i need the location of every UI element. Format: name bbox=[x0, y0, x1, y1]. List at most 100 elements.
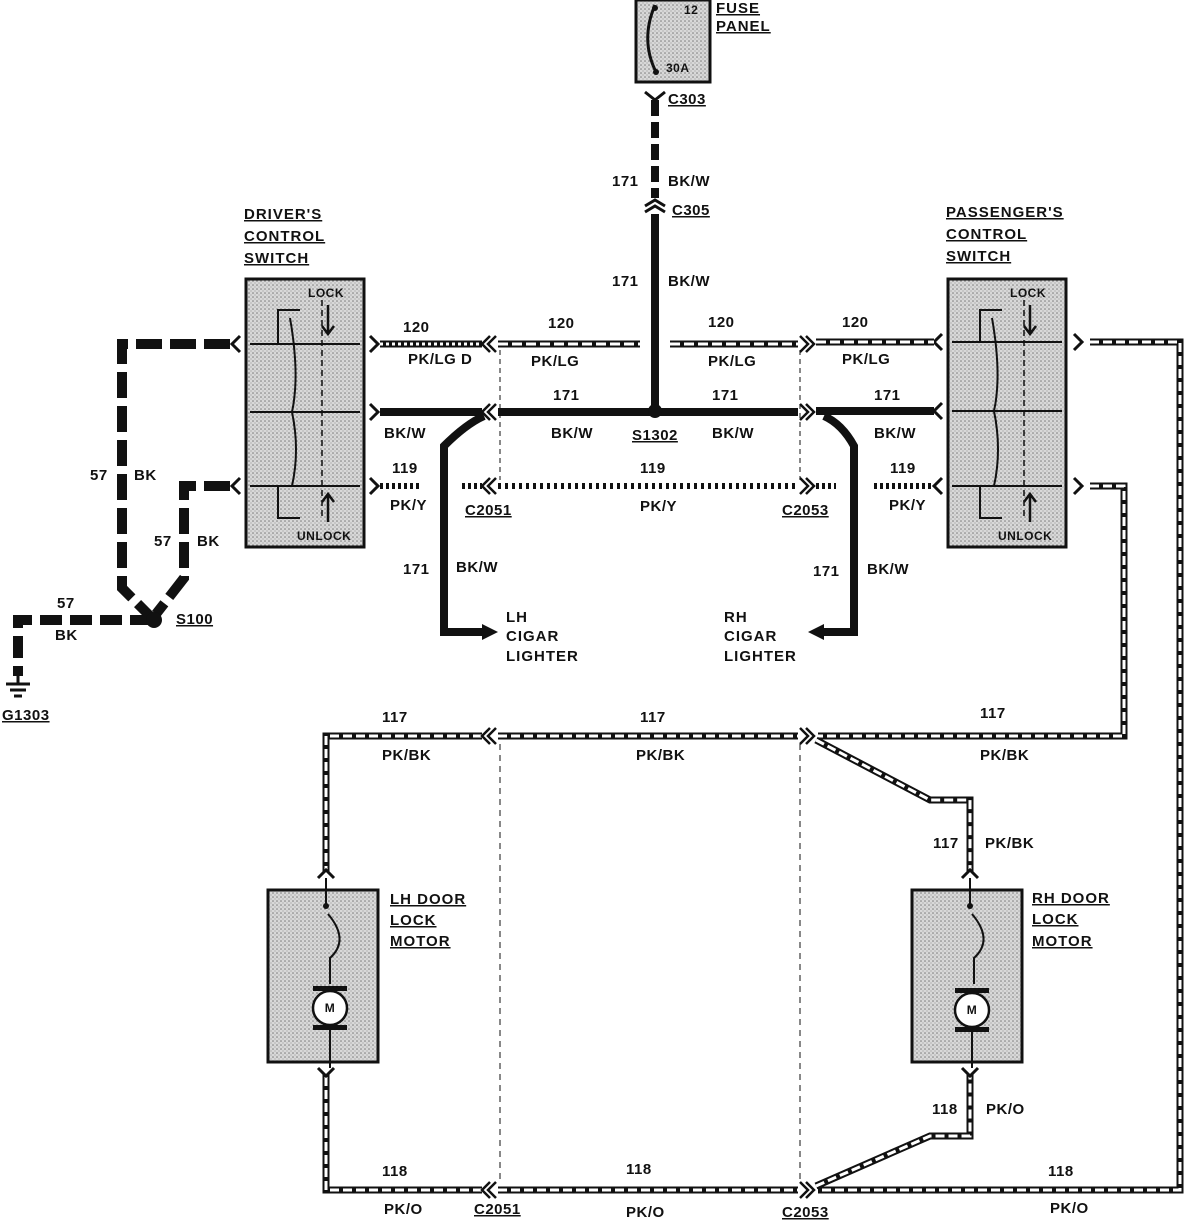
wire-171-feed-1-circuit: 171 bbox=[612, 173, 639, 190]
passengers-control-switch: PASSENGER'S CONTROL SWITCH LOCK UNLOCK bbox=[931, 204, 1085, 549]
drivers-control-switch: DRIVER'S CONTROL SWITCH LOCK UNLOCK bbox=[229, 206, 381, 549]
wire-117-c-color: PK/BK bbox=[980, 747, 1029, 764]
fuse-panel: 12 30A FUSE PANEL bbox=[634, 0, 771, 84]
drivers-unlock-arrow-icon bbox=[321, 491, 335, 522]
lh-lighter-line-1: LH bbox=[506, 609, 528, 626]
rh-motor-contact-icon bbox=[967, 903, 973, 909]
wire-57-c-circuit: 57 bbox=[57, 595, 75, 612]
rh-motor-breaker-icon bbox=[971, 913, 985, 984]
wire-171-lh-circuit: 171 bbox=[403, 561, 430, 578]
rh-motor-title-3: MOTOR bbox=[1032, 933, 1093, 950]
wire-171-a-circuit: 171 bbox=[553, 387, 580, 404]
connector-c2051-117-icon bbox=[480, 727, 497, 745]
fuse-number: 12 bbox=[684, 3, 698, 17]
wire-117-d-color: PK/BK bbox=[985, 835, 1034, 852]
drivers-switch-pin-120-icon bbox=[368, 334, 381, 354]
drivers-switch-title-2: CONTROL bbox=[244, 228, 325, 245]
passengers-lock-arrow-icon bbox=[1023, 305, 1037, 337]
passengers-switch-pin-120-icon bbox=[931, 332, 944, 352]
wire-57-b-color: BK bbox=[197, 533, 220, 550]
wire-118-d-color: PK/O bbox=[986, 1101, 1025, 1118]
wire-117-rh-outer bbox=[814, 736, 974, 872]
fuse-terminal-icon bbox=[652, 5, 658, 11]
connector-c2051-118-icon bbox=[480, 1181, 497, 1199]
wire-119-a-color: PK/Y bbox=[390, 497, 427, 514]
wire-117-b-color: PK/BK bbox=[636, 747, 685, 764]
passengers-switch-contact bbox=[979, 309, 1002, 342]
connector-c2051-label-top: C2051 bbox=[465, 502, 512, 519]
wire-118-c-color: PK/O bbox=[1050, 1200, 1089, 1217]
wire-117-rh-inner bbox=[815, 738, 972, 872]
wire-171-lh-color: BK/W bbox=[456, 559, 498, 576]
splice-s1302-label: S1302 bbox=[632, 427, 678, 444]
rh-motor-symbol: M bbox=[967, 1003, 978, 1017]
wire-57-c-color: BK bbox=[55, 627, 78, 644]
wire-57-a-color: BK bbox=[134, 467, 157, 484]
wire-119-c-circuit: 119 bbox=[890, 460, 916, 477]
lh-motor-pin-117-icon bbox=[316, 867, 336, 880]
wire-117-b-circuit: 117 bbox=[640, 709, 666, 726]
passengers-switch-pin-171-icon bbox=[931, 401, 944, 421]
wire-120-a-color: PK/LG D bbox=[408, 351, 472, 368]
passengers-unlock-arrow-icon bbox=[1023, 491, 1037, 522]
wire-120-c-circuit: 120 bbox=[708, 314, 735, 331]
wire-171-c-circuit: 171 bbox=[874, 387, 901, 404]
lh-motor-breaker-icon bbox=[327, 913, 341, 984]
wire-171-feed-2-circuit: 171 bbox=[612, 273, 639, 290]
connector-c2051-171-icon bbox=[480, 403, 497, 421]
wire-118-a-color: PK/O bbox=[384, 1201, 423, 1218]
lh-motor-title-3: MOTOR bbox=[390, 933, 451, 950]
drivers-switch-title-3: SWITCH bbox=[244, 250, 309, 267]
lh-door-lock-motor: M LH DOOR LOCK MOTOR bbox=[266, 878, 466, 1068]
lh-lighter-line-3: LIGHTER bbox=[506, 648, 579, 665]
rh-motor-pin-117-icon bbox=[960, 867, 980, 880]
wire-117-c-circuit: 117 bbox=[980, 705, 1006, 722]
rh-motor-title-2: LOCK bbox=[1032, 911, 1079, 928]
connector-c303-icon bbox=[644, 90, 666, 102]
wire-171-rh-color: BK/W bbox=[867, 561, 909, 578]
wire-171-b-circuit: 171 bbox=[712, 387, 739, 404]
splice-s100-icon bbox=[146, 612, 162, 628]
connector-c2051-119-icon bbox=[480, 477, 497, 495]
connector-c2053-117-icon bbox=[799, 727, 816, 745]
drivers-switch-title-1: DRIVER'S bbox=[244, 206, 322, 223]
drivers-switch-contact bbox=[277, 309, 300, 344]
drivers-unlock-label: UNLOCK bbox=[297, 529, 351, 543]
wire-118-b-circuit: 118 bbox=[626, 1161, 652, 1178]
drivers-switch-blade bbox=[289, 317, 297, 487]
wire-119-b-color: PK/Y bbox=[640, 498, 677, 515]
lh-lighter-line-2: CIGAR bbox=[506, 628, 559, 645]
passengers-switch-contact bbox=[979, 486, 1002, 519]
wire-57-a bbox=[117, 339, 230, 622]
ground-g1303-label: G1303 bbox=[2, 707, 50, 724]
wire-171-b-color: BK/W bbox=[712, 425, 754, 442]
lh-motor-title-2: LOCK bbox=[390, 912, 437, 929]
fuse-terminal-icon bbox=[653, 69, 659, 75]
lh-motor-brush-icon bbox=[313, 1025, 347, 1030]
lh-motor-symbol: M bbox=[325, 1001, 336, 1015]
fuse-panel-title-1: FUSE bbox=[716, 0, 760, 17]
drivers-switch-pin-57-icon bbox=[229, 334, 242, 354]
ground-symbol-icon bbox=[6, 676, 30, 698]
wire-57-a-circuit: 57 bbox=[90, 467, 108, 484]
wire-117-a-color: PK/BK bbox=[382, 747, 431, 764]
drivers-switch-pin-119-icon bbox=[368, 476, 381, 496]
wire-118-c-circuit: 118 bbox=[1048, 1163, 1074, 1180]
wire-119-b-circuit: 119 bbox=[640, 460, 666, 477]
passengers-switch-box bbox=[946, 277, 1068, 549]
wire-118-rh-inner bbox=[815, 1074, 972, 1188]
connector-c305-label: C305 bbox=[672, 202, 710, 219]
wire-119: C2051 C2053 119 PK/Y 119 PK/Y 119 PK/Y bbox=[380, 350, 934, 519]
lh-motor-pin-118-icon bbox=[316, 1066, 336, 1079]
wire-120-a-circuit: 120 bbox=[403, 319, 430, 336]
wire-117-left-inner bbox=[324, 734, 482, 872]
wire-171-d-color: BK/W bbox=[384, 425, 426, 442]
fuse-panel-title-2: PANEL bbox=[716, 18, 771, 35]
wire-120-d-circuit: 120 bbox=[842, 314, 869, 331]
lh-motor-title-1: LH DOOR bbox=[390, 891, 466, 908]
wire-57-b-circuit: 57 bbox=[154, 533, 172, 550]
drivers-lock-label: LOCK bbox=[308, 286, 344, 300]
splice-s1302-icon bbox=[648, 404, 662, 418]
passengers-lock-label: LOCK bbox=[1010, 286, 1046, 300]
